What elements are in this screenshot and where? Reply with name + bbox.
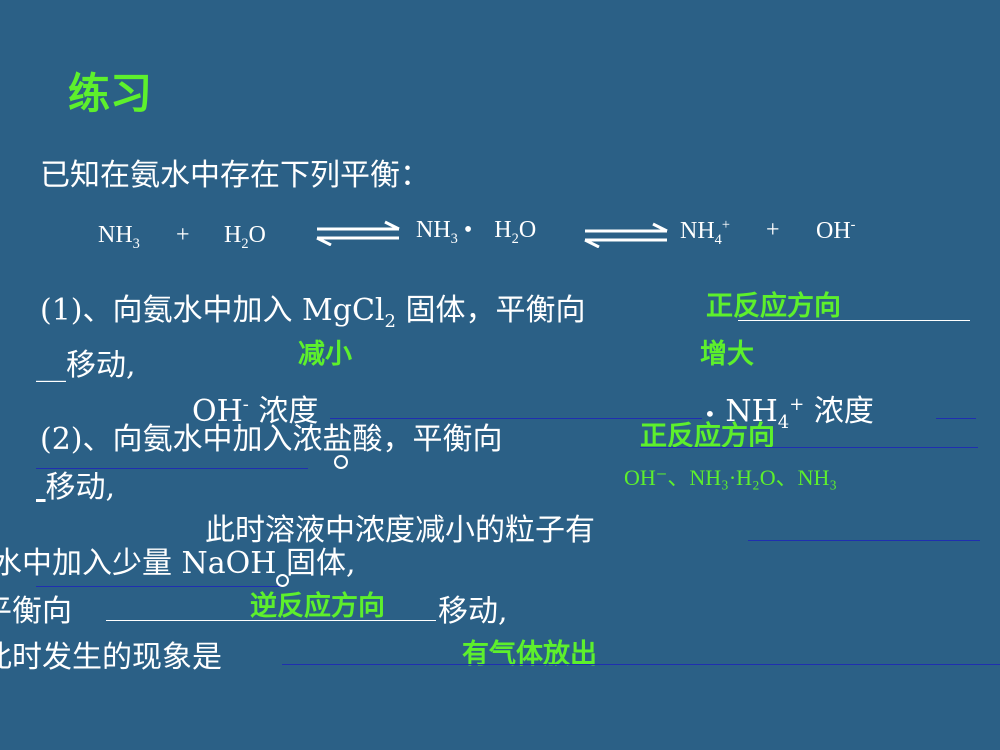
q1-answer-oh: 减小 <box>298 339 352 370</box>
bullet-circle-2 <box>276 574 289 587</box>
q3-blank-1 <box>36 586 282 587</box>
q2-particles-blank <box>748 540 980 541</box>
q2-answer-particles: OH⁻、NH₃·H₂O、NH₃ <box>624 465 838 490</box>
q3-line3: 此时发生的现象是 <box>0 640 222 675</box>
q3-direction-blank <box>106 620 436 621</box>
q1-oh-label: OH- 浓度 <box>192 394 319 429</box>
eq-plus-1: + <box>176 222 190 248</box>
equilibrium-arrow-1 <box>316 220 400 246</box>
eq-oh: OH- <box>816 217 856 244</box>
q1-text: (1)、向氨水中加入 MgCl2 固体，平衡向 <box>40 293 586 332</box>
eq-nh3-h2o: NH3 • H2O <box>416 217 537 247</box>
q1-nh4-label: • NH4+ 浓度 <box>704 394 874 433</box>
q1-answer-direction: 正反应方向 <box>706 291 841 322</box>
q2-answer-direction: 正反应方向 <box>640 421 775 452</box>
q1-oh-blank <box>330 418 702 419</box>
eq-plus-2: + <box>766 217 780 243</box>
eq-nh4: NH4+ <box>680 217 730 248</box>
q3-line2-suffix: 移动, <box>438 594 508 629</box>
intro-text: 已知在氨水中存在下列平衡： <box>40 158 430 193</box>
eq-h2o: H2O <box>224 222 266 252</box>
q3-line2-prefix: 平衡向 <box>0 594 72 629</box>
q2-blank-2 <box>36 468 308 469</box>
bullet-circle-1 <box>334 455 348 469</box>
q2-text: (2)、向氨水中加入浓盐酸，平衡向 <box>40 422 503 457</box>
q3-answer-direction: 逆反应方向 <box>250 591 385 622</box>
q2-line2: 移动, <box>45 470 116 505</box>
q2-particles-question: 此时溶液中浓度减小的粒子有 <box>205 513 595 548</box>
q3-line1: 水中加入少量 NaOH 固体, <box>0 546 356 581</box>
q3-answer-phenomenon: 有气体放出 <box>462 639 597 670</box>
q2-direction-blank <box>640 447 978 448</box>
q3-phenomenon-blank <box>282 664 1000 665</box>
slide-title: 练习 <box>68 69 153 118</box>
q1-answer-nh4: 增大 <box>700 339 754 370</box>
q1-blank-line <box>738 320 970 321</box>
eq-nh3: NH3 <box>98 222 140 252</box>
q1-nh4-blank <box>936 418 976 419</box>
q1-line2: __移动, <box>36 348 136 383</box>
equilibrium-arrow-2 <box>584 222 668 248</box>
